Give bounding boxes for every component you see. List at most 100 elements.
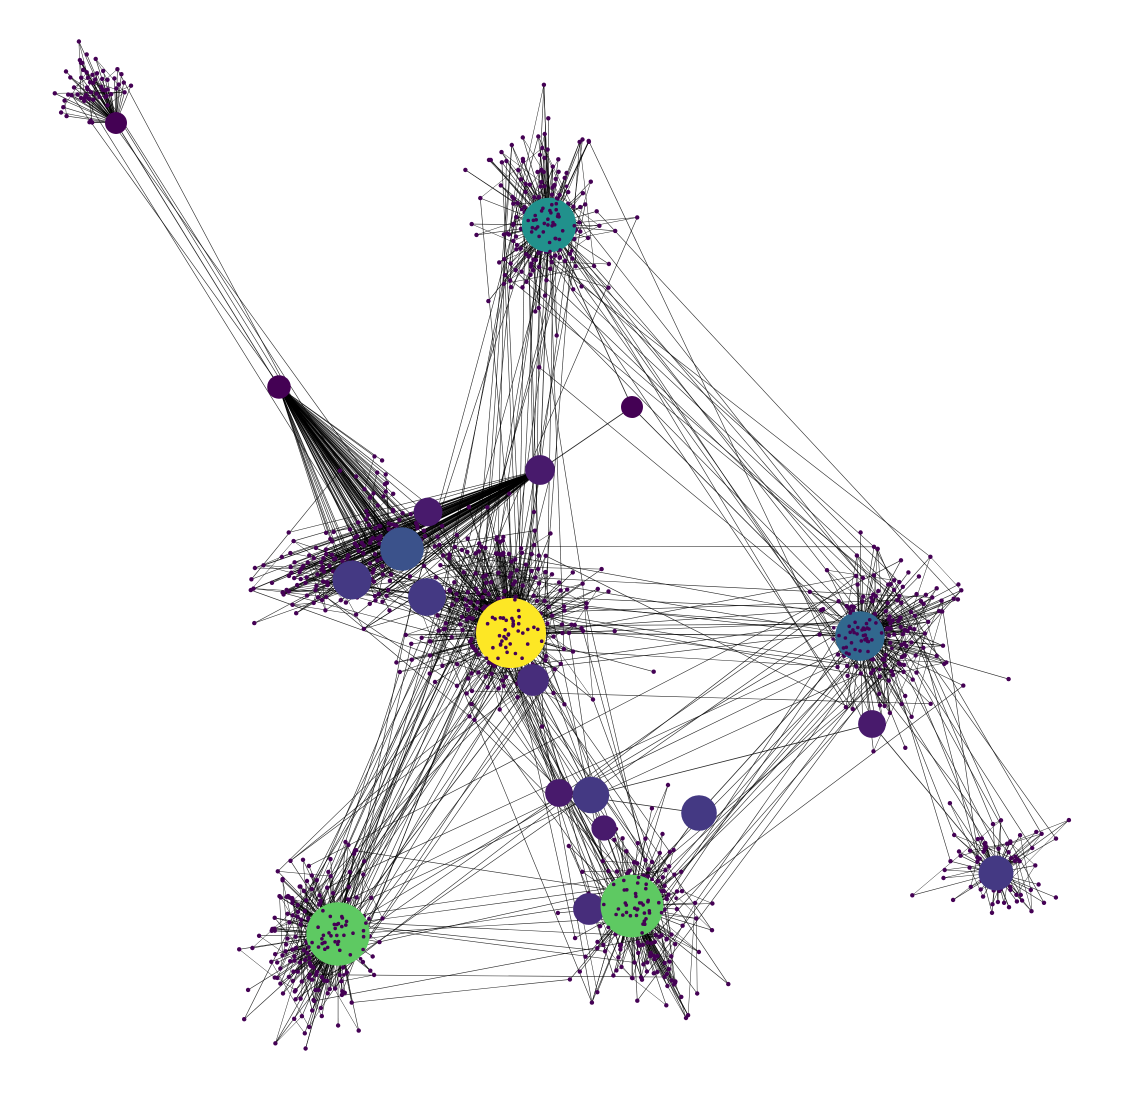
minor-node (329, 934, 333, 938)
minor-node (556, 580, 562, 585)
minor-node (548, 249, 552, 254)
minor-node (546, 217, 550, 221)
minor-node (325, 945, 330, 950)
minor-node (606, 285, 611, 290)
minor-node (922, 631, 928, 636)
minor-node (91, 97, 96, 102)
minor-node (651, 669, 656, 674)
minor-node (565, 587, 570, 592)
minor-node (333, 939, 337, 944)
minor-node (501, 534, 506, 540)
minor-node (635, 940, 641, 945)
minor-node (297, 960, 303, 965)
minor-node (342, 990, 347, 995)
minor-node (85, 75, 91, 80)
minor-node (269, 580, 275, 585)
minor-node (326, 869, 331, 875)
minor-node (941, 875, 946, 881)
minor-node (664, 896, 669, 902)
minor-node (897, 662, 903, 667)
minor-node (58, 110, 64, 115)
minor-node (498, 552, 503, 557)
minor-node (84, 70, 89, 75)
minor-node (520, 583, 525, 588)
minor-node (252, 565, 258, 571)
minor-node (858, 649, 862, 653)
minor-node (302, 909, 307, 914)
minor-node (339, 979, 344, 984)
minor-node (542, 221, 547, 226)
minor-node (983, 840, 988, 846)
minor-node (870, 657, 876, 662)
minor-node (621, 913, 625, 917)
minor-node (601, 942, 606, 948)
minor-node (628, 913, 633, 918)
minor-node (290, 898, 295, 903)
minor-node (508, 642, 512, 646)
minor-node (501, 683, 506, 689)
minor-node (975, 855, 980, 860)
minor-node (611, 973, 616, 978)
minor-node (447, 552, 452, 557)
minor-node (912, 613, 918, 618)
minor-node (629, 975, 635, 981)
minor-node (460, 627, 465, 633)
minor-node (370, 570, 375, 575)
minor-node (641, 903, 645, 907)
minor-node (427, 639, 433, 644)
minor-node (81, 67, 86, 73)
minor-node (488, 580, 494, 585)
minor-node (542, 293, 548, 298)
minor-node (959, 588, 964, 593)
minor-node (372, 593, 378, 599)
minor-node (353, 474, 359, 479)
minor-node (836, 599, 841, 604)
minor-node (644, 886, 648, 891)
minor-node (551, 220, 555, 225)
minor-node (356, 548, 361, 554)
minor-node (476, 590, 481, 596)
minor-node (373, 526, 378, 531)
minor-node (497, 707, 502, 712)
minor-node (1008, 839, 1013, 844)
minor-node (532, 625, 536, 630)
minor-node (549, 572, 555, 577)
minor-node (534, 227, 538, 231)
minor-node (948, 859, 953, 864)
minor-node (557, 255, 563, 260)
minor-node (306, 915, 311, 921)
minor-node (539, 724, 545, 729)
minor-node (622, 888, 627, 892)
minor-node (647, 954, 653, 959)
minor-node (493, 617, 497, 621)
minor-node (505, 650, 509, 655)
minor-node (529, 551, 534, 557)
minor-node (541, 169, 546, 175)
minor-node (643, 857, 648, 863)
minor-node (886, 633, 892, 638)
hub-node-h12 (332, 560, 372, 600)
minor-node (472, 717, 477, 722)
minor-node (452, 580, 457, 585)
minor-node (302, 1031, 307, 1036)
minor-node (367, 916, 371, 921)
minor-node (474, 232, 479, 238)
minor-node (614, 912, 618, 917)
minor-node (463, 597, 468, 602)
minor-node (310, 1008, 315, 1013)
minor-node (321, 908, 325, 913)
minor-node (636, 875, 641, 880)
minor-node (619, 964, 624, 970)
minor-node (580, 191, 586, 196)
minor-node (550, 202, 554, 207)
minor-node (616, 907, 621, 911)
minor-node (309, 886, 315, 892)
minor-node (635, 881, 640, 885)
minor-node (496, 596, 501, 601)
minor-node (597, 924, 603, 929)
minor-node (407, 574, 413, 579)
minor-node (465, 549, 470, 555)
minor-node (469, 221, 474, 227)
minor-node (529, 261, 534, 266)
